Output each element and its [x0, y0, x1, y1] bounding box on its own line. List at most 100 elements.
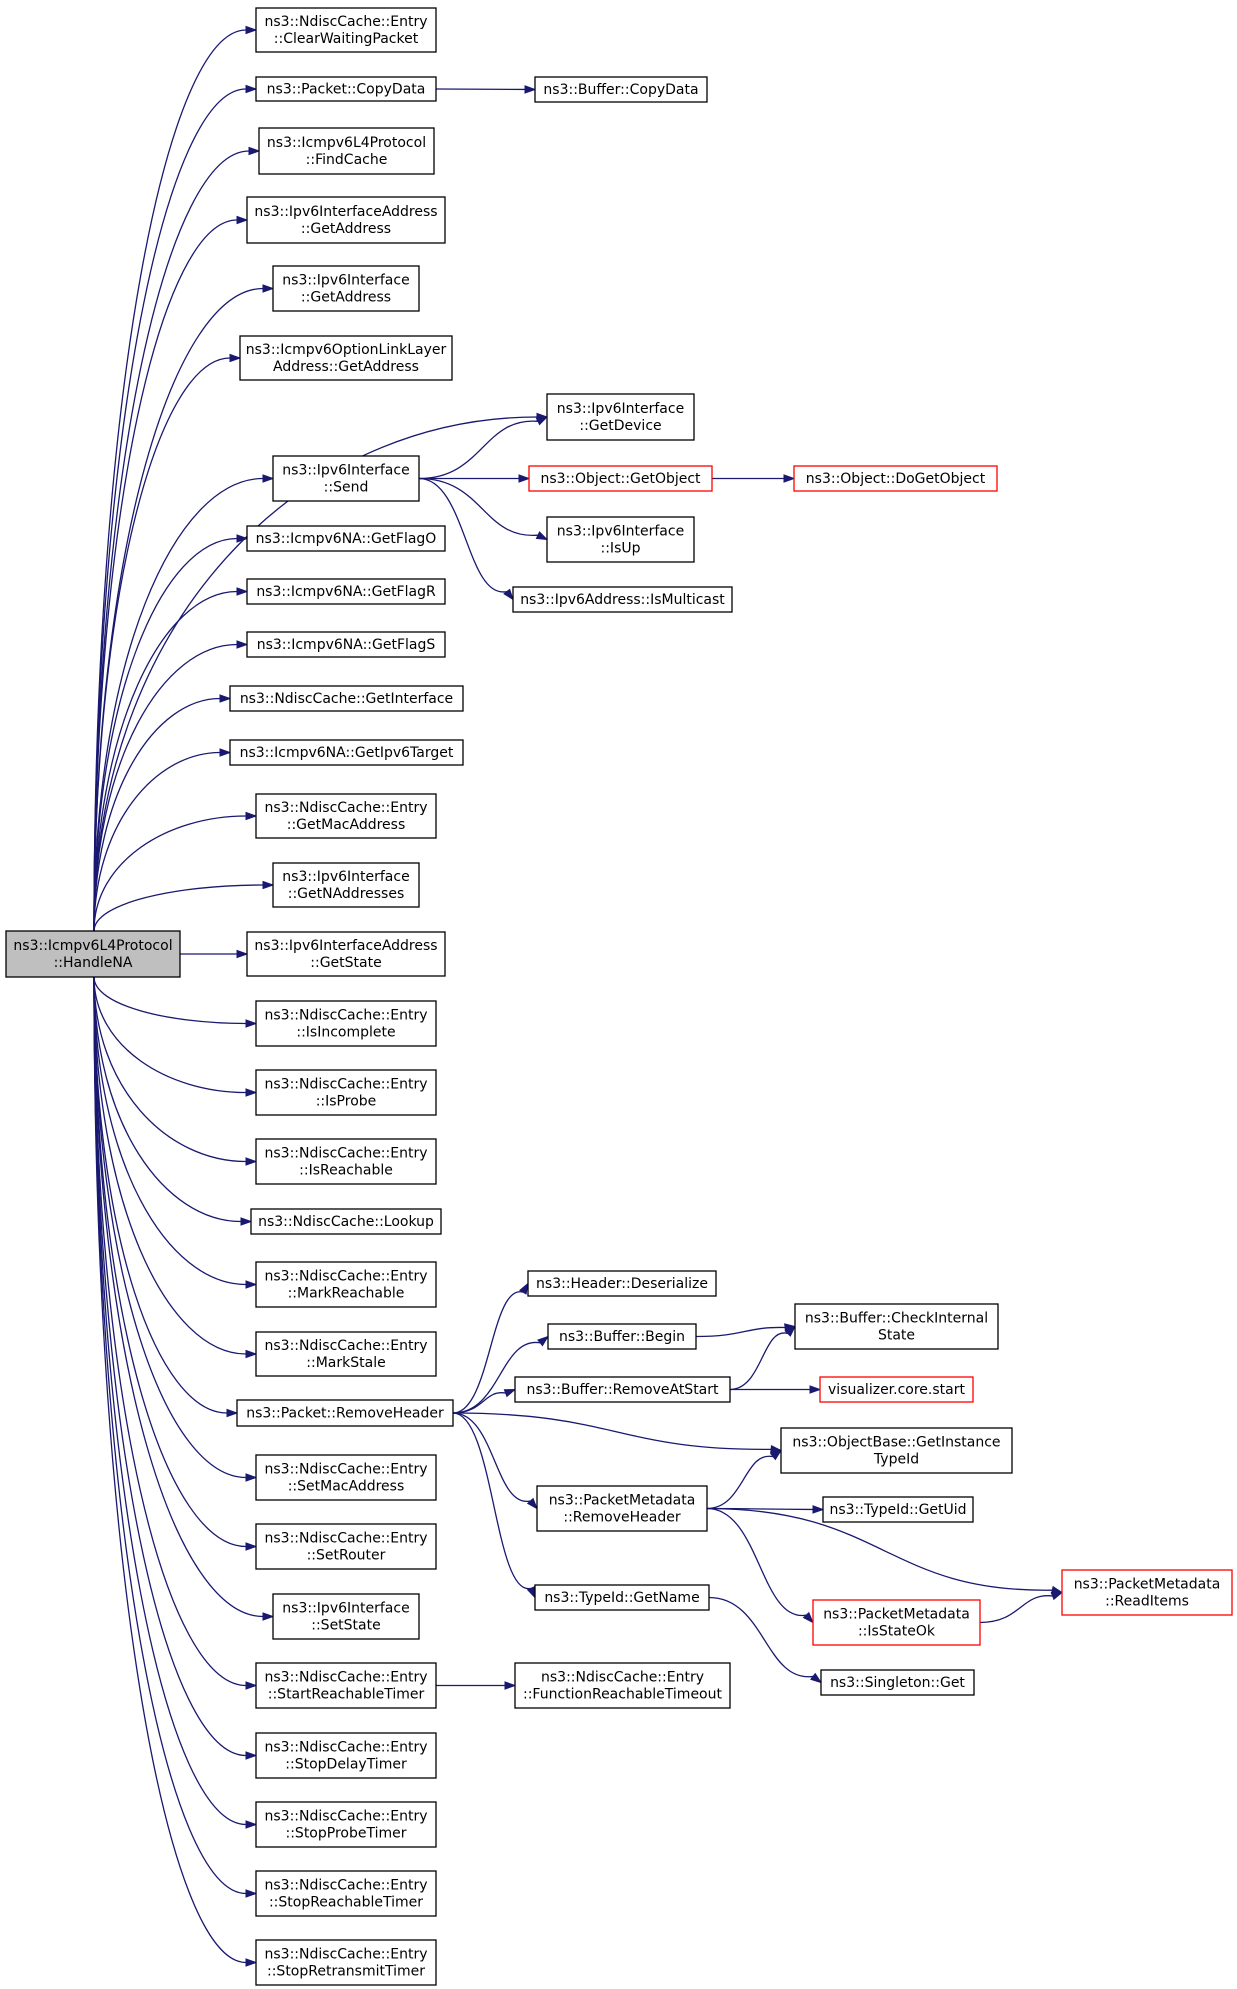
node-getmacaddress[interactable]: ns3::NdiscCache::Entry::GetMacAddress [255, 793, 437, 839]
edge-arrowhead [236, 587, 249, 596]
node-markstale[interactable]: ns3::NdiscCache::Entry::MarkStale [255, 1331, 437, 1377]
node-label: ns3::NdiscCache::Entry [265, 1947, 428, 1963]
node-getstate[interactable]: ns3::Ipv6InterfaceAddress::GetState [246, 931, 446, 977]
node-box [514, 1376, 731, 1403]
edge-arrowhead [526, 1497, 538, 1510]
node-ifaddr-getaddress[interactable]: ns3::Ipv6InterfaceAddress::GetAddress [246, 196, 446, 244]
node-startreachable[interactable]: ns3::NdiscCache::Entry::StartReachableTi… [255, 1662, 437, 1709]
edge-arrowhead [245, 1019, 258, 1028]
node-label: ns3::Icmpv6NA::GetFlagO [256, 531, 437, 547]
node-linklayer-getaddress[interactable]: ns3::Icmpv6OptionLinkLayerAddress::GetAd… [239, 335, 453, 381]
node-label: visualizer.core.start [828, 1382, 965, 1398]
node-setmacaddress[interactable]: ns3::NdiscCache::Entry::SetMacAddress [255, 1454, 437, 1501]
node-label: ns3::Ipv6Interface [557, 401, 684, 417]
node-readitems[interactable]: ns3::PacketMetadata::ReadItems [1061, 1569, 1233, 1616]
edge-root-to-isincomplete [93, 976, 258, 1028]
node-box [546, 393, 695, 441]
edge-line [706, 1507, 1053, 1591]
edge-line [93, 976, 247, 1094]
node-box [547, 1323, 697, 1350]
node-copydata-pkt[interactable]: ns3::Packet::CopyData [255, 76, 437, 102]
edge-line [93, 976, 228, 1414]
node-label: ::StopProbeTimer [286, 1826, 407, 1842]
node-lookup[interactable]: ns3::NdiscCache::Lookup [250, 1208, 442, 1235]
node-functionreachable[interactable]: ns3::NdiscCache::Entry::FunctionReachabl… [514, 1662, 731, 1709]
edge-removeheader-to-deserialize [452, 1282, 529, 1414]
node-label: ns3::NdiscCache::GetInterface [240, 691, 453, 707]
node-removeheader[interactable]: ns3::Packet::RemoveHeader [236, 1399, 454, 1427]
node-getflags[interactable]: ns3::Icmpv6NA::GetFlagS [246, 631, 446, 658]
node-stopreachable[interactable]: ns3::NdiscCache::Entry::StopReachableTim… [255, 1870, 437, 1917]
node-send[interactable]: ns3::Ipv6Interface::Send [272, 455, 420, 502]
node-getuid[interactable]: ns3::TypeId::GetUid [822, 1496, 974, 1523]
node-getinterface[interactable]: ns3::NdiscCache::GetInterface [229, 685, 464, 712]
node-label: ns3::Ipv6Interface [282, 273, 409, 289]
node-getipv6target[interactable]: ns3::Icmpv6NA::GetIpv6Target [229, 739, 464, 766]
edge-arrowhead [245, 1751, 258, 1760]
node-label: ns3::NdiscCache::Entry [265, 1146, 428, 1162]
edge-send-to-isup [418, 477, 549, 541]
edge-root-to-getstate [180, 949, 249, 959]
node-stopdelay[interactable]: ns3::NdiscCache::Entry::StopDelayTimer [255, 1732, 437, 1779]
node-isprobe[interactable]: ns3::NdiscCache::Entry::IsProbe [255, 1069, 437, 1116]
node-label: ::ClearWaitingPacket [274, 31, 419, 47]
node-getnaddresses[interactable]: ns3::Ipv6Interface::GetNAddresses [272, 862, 420, 908]
edge-arrowhead [236, 534, 249, 543]
node-box [229, 685, 464, 712]
node-isstateok[interactable]: ns3::PacketMetadata::IsStateOk [812, 1599, 981, 1646]
node-getname[interactable]: ns3::TypeId::GetName [534, 1584, 710, 1611]
node-box [239, 335, 453, 381]
edge-startreachable-to-functionreachable [436, 1681, 517, 1690]
node-ismulticast[interactable]: ns3::Ipv6Address::IsMulticast [512, 586, 733, 613]
edge-root-to-getflagr [93, 587, 249, 932]
edge-arrowhead [784, 1325, 797, 1337]
edge-root-to-isprobe [93, 976, 258, 1097]
node-markreachable[interactable]: ns3::NdiscCache::Entry::MarkReachable [255, 1261, 437, 1308]
node-box [819, 1376, 974, 1403]
node-isincomplete[interactable]: ns3::NdiscCache::Entry::IsIncomplete [255, 1000, 437, 1047]
edge-root-to-setmacaddress [93, 976, 258, 1482]
node-findcache[interactable]: ns3::Icmpv6L4Protocol::FindCache [258, 127, 435, 175]
edge-root-to-stopretransmit [93, 976, 258, 1967]
node-deserialize[interactable]: ns3::Header::Deserialize [527, 1270, 717, 1297]
node-isreachable[interactable]: ns3::NdiscCache::Entry::IsReachable [255, 1138, 437, 1185]
node-box [255, 76, 437, 102]
node-clearwaiting[interactable]: ns3::NdiscCache::Entry::ClearWaitingPack… [255, 7, 437, 53]
node-box [255, 793, 437, 839]
node-label: ns3::PacketMetadata [549, 1493, 696, 1509]
node-pm-removeheader[interactable]: ns3::PacketMetadata::RemoveHeader [536, 1485, 708, 1532]
node-removeatstart[interactable]: ns3::Buffer::RemoveAtStart [514, 1376, 731, 1403]
node-label: ::GetAddress [301, 221, 391, 237]
node-iface-getaddress[interactable]: ns3::Ipv6Interface::GetAddress [272, 265, 420, 312]
edge-arrowhead [1050, 1591, 1064, 1601]
node-label: ns3::Icmpv6L4Protocol [267, 135, 426, 151]
edge-arrowhead [535, 416, 549, 426]
node-getobject[interactable]: ns3::Object::GetObject [528, 465, 713, 492]
node-getdevice[interactable]: ns3::Ipv6Interface::GetDevice [546, 393, 695, 441]
node-stopprobe[interactable]: ns3::NdiscCache::Entry::StopProbeTimer [255, 1801, 437, 1848]
node-setrouter[interactable]: ns3::NdiscCache::Entry::SetRouter [255, 1523, 437, 1570]
edge-root-to-getnaddresses [93, 880, 275, 932]
node-dogetobject[interactable]: ns3::Object::DoGetObject [793, 465, 998, 492]
node-box [527, 1270, 717, 1297]
node-isup[interactable]: ns3::Ipv6Interface::IsUp [546, 516, 695, 563]
edge-isstateok-to-readitems [979, 1591, 1064, 1624]
node-root[interactable]: ns3::Icmpv6L4Protocol::HandleNA [5, 930, 181, 978]
node-stopretransmit[interactable]: ns3::NdiscCache::Entry::StopRetransmitTi… [255, 1939, 437, 1986]
node-singleton-get[interactable]: ns3::Singleton::Get [820, 1669, 975, 1696]
node-label: ns3::Ipv6InterfaceAddress [254, 204, 437, 220]
edge-arrowhead [535, 531, 549, 541]
edge-root-to-stopreachable [93, 976, 258, 1898]
node-box [246, 578, 446, 605]
edge-arrowhead [245, 1349, 258, 1359]
node-buf-begin[interactable]: ns3::Buffer::Begin [547, 1323, 697, 1350]
node-setstate[interactable]: ns3::Ipv6Interface::SetState [272, 1593, 420, 1640]
node-getflagr[interactable]: ns3::Icmpv6NA::GetFlagR [246, 578, 446, 605]
node-box [255, 7, 437, 53]
node-copydata-buf[interactable]: ns3::Buffer::CopyData [534, 76, 708, 103]
node-viscorestart[interactable]: visualizer.core.start [819, 1376, 974, 1403]
node-getflago[interactable]: ns3::Icmpv6NA::GetFlagO [246, 525, 446, 552]
